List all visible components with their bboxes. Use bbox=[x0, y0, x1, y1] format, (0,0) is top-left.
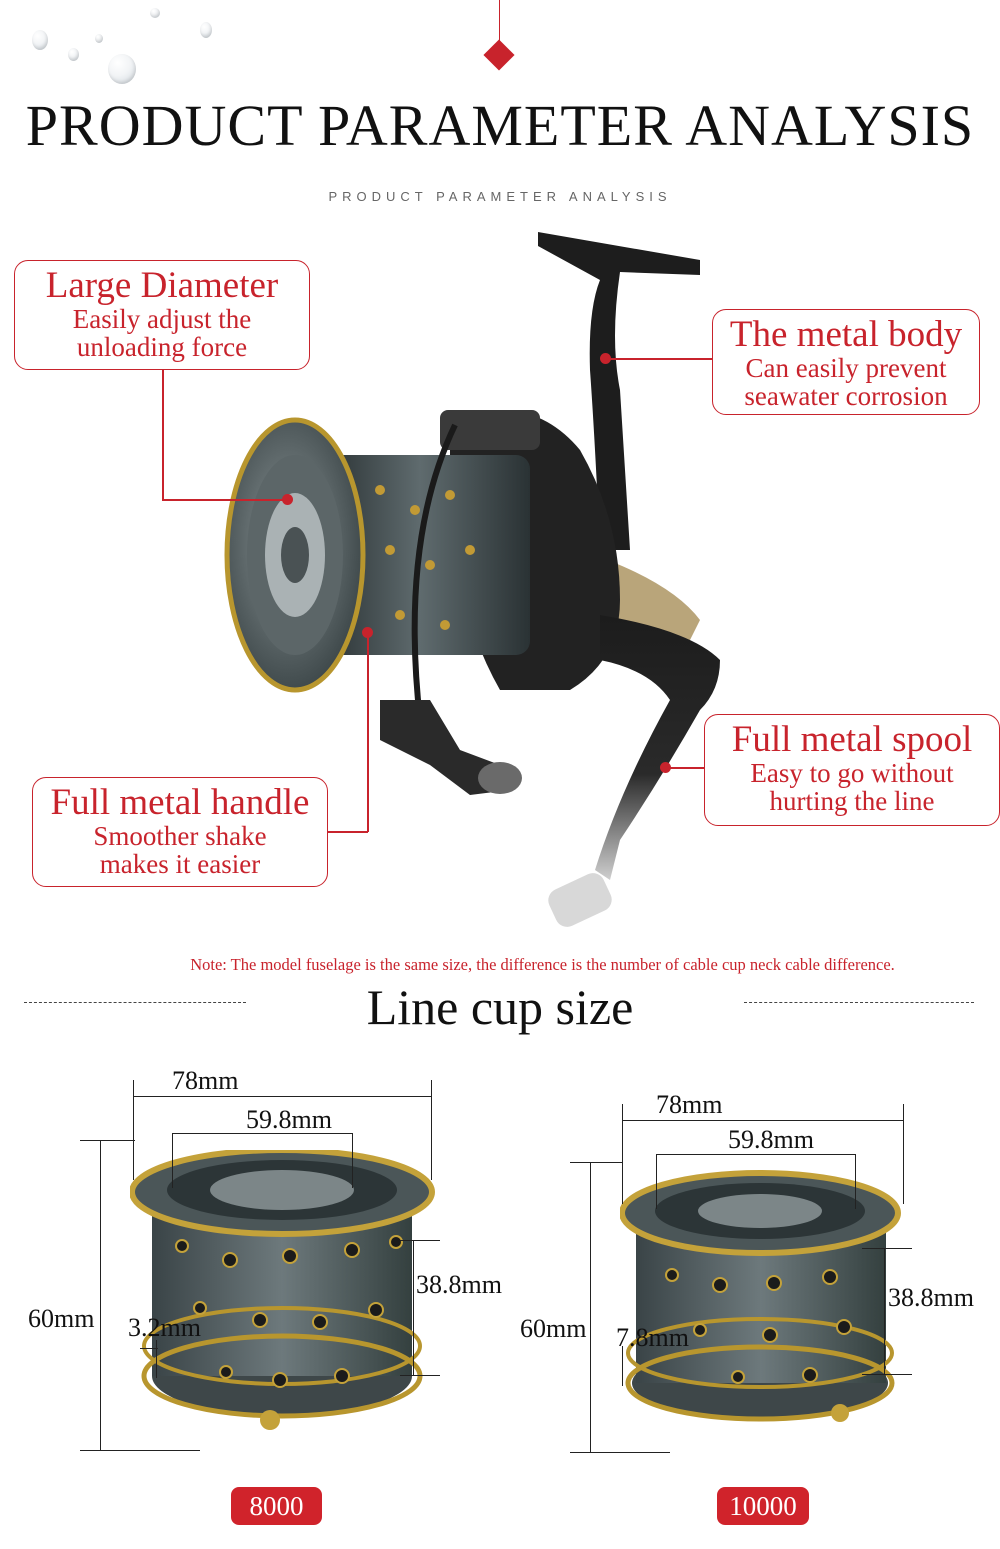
dimension-line bbox=[352, 1133, 353, 1188]
dimension-line bbox=[855, 1154, 856, 1209]
feature-metal-body: The metal body Can easily prevent seawat… bbox=[712, 309, 980, 415]
diamond-icon bbox=[483, 39, 515, 71]
lip-label: 7.8mm bbox=[616, 1323, 689, 1352]
spool-image bbox=[130, 1150, 435, 1430]
height-label: 60mm bbox=[520, 1314, 587, 1343]
dimension-line bbox=[156, 1340, 157, 1378]
spool-image bbox=[620, 1170, 901, 1422]
page-title: PRODUCT PARAMETER ANALYSIS bbox=[25, 93, 975, 158]
feature-title: Full metal handle bbox=[50, 782, 310, 823]
dimension-line bbox=[656, 1154, 856, 1155]
leader-line bbox=[162, 499, 287, 501]
size-note: Note: The model fuselage is the same siz… bbox=[190, 955, 895, 974]
feature-description-line: makes it easier bbox=[99, 849, 261, 879]
dashed-divider bbox=[24, 1002, 246, 1003]
pointer-dot bbox=[282, 494, 293, 505]
dimension-line bbox=[413, 1240, 414, 1375]
dimension-line bbox=[622, 1120, 904, 1121]
dimension-line bbox=[570, 1452, 670, 1453]
dimension-line bbox=[590, 1162, 591, 1452]
feature-description-line: unloading force bbox=[76, 332, 248, 362]
feature-metal-spool: Full metal spool Easy to go without hurt… bbox=[704, 714, 1000, 826]
dimension-line bbox=[172, 1133, 173, 1188]
dimension-line bbox=[400, 1375, 440, 1376]
dimension-line bbox=[656, 1154, 657, 1209]
feature-description-line: Can easily prevent bbox=[745, 353, 947, 383]
page-subtitle: PRODUCT PARAMETER ANALYSIS bbox=[328, 189, 672, 204]
leader-line bbox=[162, 370, 164, 500]
feature-title: Large Diameter bbox=[45, 265, 279, 306]
feature-description-line: Easy to go without bbox=[750, 758, 954, 788]
model-badge: 10000 bbox=[717, 1487, 809, 1525]
dimension-line bbox=[172, 1133, 352, 1134]
cup-depth-label: 38.8mm bbox=[888, 1283, 974, 1312]
feature-description-line: seawater corrosion bbox=[744, 381, 948, 411]
dimension-line bbox=[80, 1140, 135, 1141]
height-label: 60mm bbox=[28, 1304, 95, 1333]
dimension-line bbox=[862, 1374, 912, 1375]
dimension-line bbox=[80, 1450, 200, 1451]
dashed-divider bbox=[744, 1002, 974, 1003]
water-drop-icon bbox=[108, 54, 136, 84]
outer-diameter-label: 78mm bbox=[656, 1090, 723, 1119]
leader-line bbox=[367, 633, 369, 832]
fishing-reel-illustration bbox=[224, 232, 720, 927]
dimension-line bbox=[133, 1080, 134, 1180]
water-drop-icon bbox=[68, 48, 79, 61]
dimension-line bbox=[431, 1080, 432, 1180]
water-drop-icon bbox=[150, 8, 160, 18]
dimension-line bbox=[862, 1248, 912, 1249]
feature-description-line: Easily adjust the bbox=[72, 304, 252, 334]
feature-description-line: hurting the line bbox=[769, 786, 935, 816]
header-divider-line bbox=[499, 0, 500, 48]
dimension-line bbox=[133, 1096, 431, 1097]
inner-diameter-label: 59.8mm bbox=[246, 1105, 332, 1134]
dimension-line bbox=[400, 1240, 440, 1241]
leader-line bbox=[606, 358, 712, 360]
pointer-dot bbox=[660, 762, 671, 773]
feature-title: Full metal spool bbox=[731, 719, 973, 760]
dimension-line bbox=[570, 1162, 622, 1163]
feature-title: The metal body bbox=[729, 314, 963, 355]
dimension-line bbox=[622, 1346, 623, 1386]
lip-label: 3.2mm bbox=[128, 1313, 201, 1342]
leader-line bbox=[668, 767, 704, 769]
water-drop-icon bbox=[32, 30, 48, 50]
pointer-dot bbox=[362, 627, 373, 638]
feature-large-diameter: Large Diameter Easily adjust the unloadi… bbox=[14, 260, 310, 370]
outer-diameter-label: 78mm bbox=[172, 1066, 239, 1095]
inner-diameter-label: 59.8mm bbox=[728, 1125, 814, 1154]
dimension-line bbox=[140, 1348, 158, 1349]
cup-depth-label: 38.8mm bbox=[416, 1270, 502, 1299]
dimension-line bbox=[903, 1104, 904, 1204]
model-badge: 8000 bbox=[231, 1487, 322, 1525]
leader-line bbox=[328, 831, 368, 833]
pointer-dot bbox=[600, 353, 611, 364]
dimension-line bbox=[100, 1140, 101, 1450]
dimension-line bbox=[884, 1248, 885, 1374]
water-drop-icon bbox=[200, 22, 212, 38]
dimension-line bbox=[622, 1104, 623, 1204]
section-title: Line cup size bbox=[366, 979, 634, 1035]
water-drop-icon bbox=[95, 34, 103, 43]
feature-description-line: Smoother shake bbox=[93, 821, 267, 851]
feature-metal-handle: Full metal handle Smoother shake makes i… bbox=[32, 777, 328, 887]
